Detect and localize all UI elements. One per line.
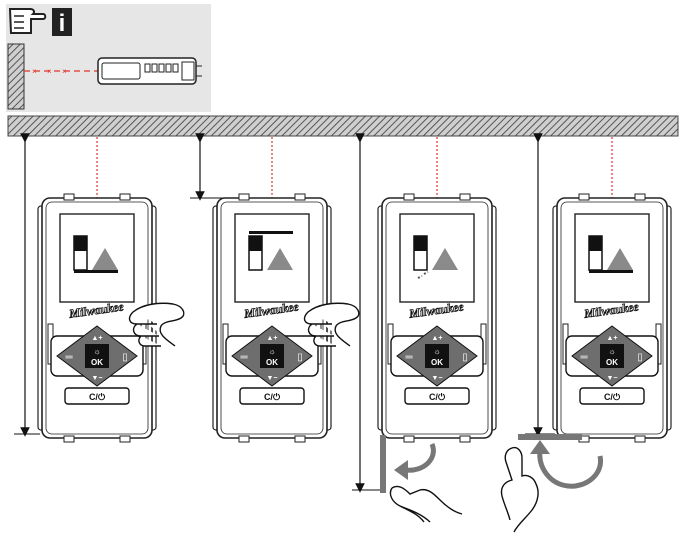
ok-label: OK [606,358,618,367]
clear-power-label: C/⏻ [429,392,446,402]
laser-mark: × [32,67,37,76]
plus-icon: ▲+ [266,335,277,342]
minus-icon: ▼− [91,375,102,382]
top-tab [119,193,131,201]
menu-icon: ═ [579,352,588,363]
device-side-view [97,57,202,85]
bottom-tab [294,435,306,443]
display-screen [574,213,650,303]
top-tab [459,193,471,201]
top-tab [63,193,75,201]
menu-icon: ═ [404,352,413,363]
reference-key-icon: ▯ [637,352,643,363]
top-tab [294,193,306,201]
top-tab [403,193,415,201]
reference-pin-extended [380,435,386,493]
reference-edge-bar [589,270,633,273]
ok-label: OK [266,358,278,367]
device-row: MilwaukeeOK☼▲+▼−═▯C/⏻MilwaukeeOK☼▲+▼−═▯C… [37,137,672,443]
target-triangle-icon [607,248,633,270]
display-screen [399,213,475,303]
reference-edge-bar [74,270,118,273]
bottom-tab [459,435,471,443]
ok-button [425,344,449,368]
ok-label: OK [91,358,103,367]
display-screen [234,213,310,303]
pointing-hand-info-icon [8,8,47,34]
bottom-tab [119,435,131,443]
laser-icon: ☼ [608,347,615,356]
reference-device-icon-top [414,236,427,251]
bottom-tab [238,435,250,443]
hand-pointer-icon [500,446,539,533]
clear-power-label: C/⏻ [89,392,106,402]
reference-edge-bar [249,231,293,234]
top-tab [238,193,250,201]
laser-mark: × [62,67,67,76]
rotate-arrow-icon [394,443,436,480]
laser-icon: ☼ [268,347,275,356]
bottom-tab [63,435,75,443]
display-screen [59,213,135,303]
laser-mark: × [47,67,52,76]
top-tab [634,193,646,201]
top-tab [578,193,590,201]
ok-button [85,344,109,368]
reference-key-icon: ▯ [297,352,303,363]
reference-device-icon-top [74,236,87,251]
reference-key-icon: ▯ [462,352,468,363]
bottom-tab [634,435,646,443]
ok-button [600,344,624,368]
ok-label: OK [431,358,443,367]
menu-icon: ═ [64,352,73,363]
measurement-arrows [14,133,555,493]
info-letter: i [59,10,66,37]
laser-icon: ☼ [93,347,100,356]
bottom-tab [403,435,415,443]
minus-icon: ▼− [606,375,617,382]
pointing-hand-icon [128,302,185,347]
hand-pointer-icon [389,485,463,523]
target-triangle-icon [267,248,293,270]
info-letter-badge [52,8,72,36]
plus-icon: ▲+ [606,335,617,342]
device-frame [385,201,489,435]
target-triangle-icon [432,248,458,270]
minus-icon: ▼− [266,375,277,382]
clear-power-button [239,387,305,405]
ceiling-surface [7,115,679,137]
plus-icon: ▲+ [91,335,102,342]
laser-icon: ☼ [433,347,440,356]
device-frame [560,201,664,435]
reference-key-icon: ▯ [122,352,128,363]
pointing-hand-icon [303,302,360,347]
clear-power-label: C/⏻ [604,392,621,402]
clear-power-label: C/⏻ [264,392,281,402]
target-triangle-icon [92,248,118,270]
reference-pin-folded [518,434,582,440]
wall-block [7,43,25,110]
ok-button [260,344,284,368]
clear-power-button [404,387,470,405]
clear-power-button [64,387,130,405]
rotate-arrow-icon [530,440,604,489]
info-box: i × × × [6,4,211,112]
reference-device-icon-top [249,236,262,251]
plus-icon: ▲+ [431,335,442,342]
reference-pin-dots [417,271,429,279]
minus-icon: ▼− [431,375,442,382]
clear-power-button [579,387,645,405]
reference-device-icon-top [589,236,602,251]
menu-icon: ═ [239,352,248,363]
